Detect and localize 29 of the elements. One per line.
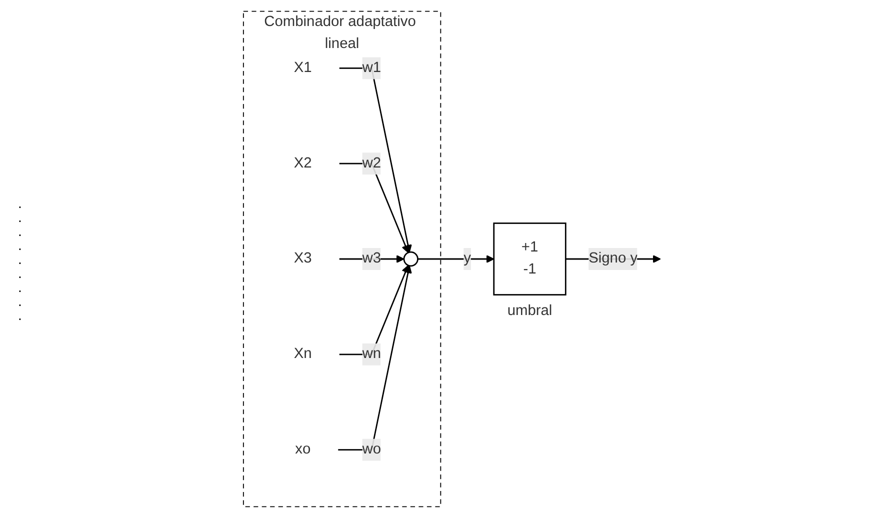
edge-label: Signo y [588,250,638,266]
arrow [339,162,409,252]
ellipsis-dot: . [18,210,22,224]
ellipsis-dot: . [18,238,22,252]
edge-label: wn [362,346,381,362]
arrow [339,67,412,252]
node-text: Xn [294,346,312,362]
node-text: X3 [294,250,312,266]
ellipsis-dot: . [18,224,22,238]
ellipsis-dot: . [18,266,22,280]
edge-label: w1 [362,59,381,76]
block-caption: umbral [507,302,552,318]
node-text: xo [294,441,310,457]
arrow [338,264,412,450]
ellipsis-dot: . [18,280,22,294]
ellipsis-dot: . [18,308,22,322]
ellipsis-dot: . [18,252,22,266]
edge-label: w2 [362,154,381,170]
arrow [417,254,494,263]
edge-label: wo [362,441,381,457]
ellipsis-dot: . [18,196,22,210]
ellipsis-dot: . [18,294,22,308]
node-circle [402,250,418,266]
arrow [339,264,409,355]
node-box: +1 -1 [492,222,566,295]
edge-label: w3 [362,250,381,266]
node-text: X2 [294,154,312,170]
node-text: X1 [294,59,312,76]
edge-label: y [463,250,471,266]
